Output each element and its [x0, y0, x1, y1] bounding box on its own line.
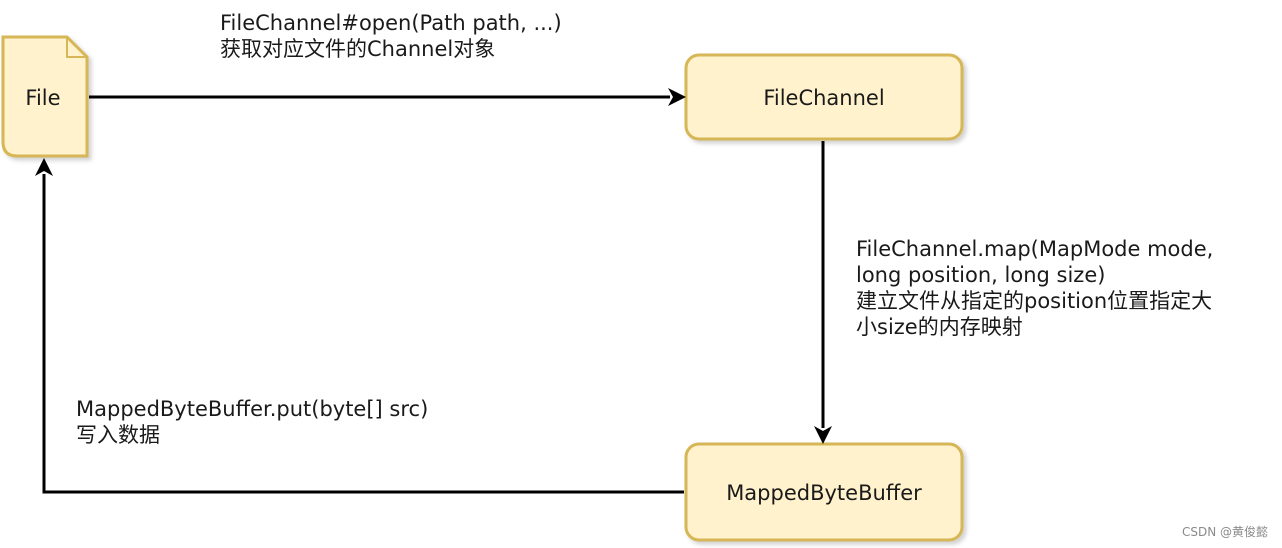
watermark: CSDN @黄俊懿 — [1181, 525, 1268, 539]
edge-map-label-line1: FileChannel.map(MapMode mode, — [856, 237, 1214, 261]
edge-put-label: MappedByteBuffer.put(byte[] src) 写入数据 — [76, 396, 428, 448]
edge-put-arrowhead — [35, 158, 53, 176]
file-node[interactable] — [1, 35, 89, 158]
edge-open — [89, 88, 686, 106]
edge-map-label-line3: 建立文件从指定的position位置指定大 — [856, 289, 1213, 313]
file-fold-icon — [66, 37, 87, 58]
edge-put-label-line1: MappedByteBuffer.put(byte[] src) — [76, 397, 429, 421]
edge-open-label: FileChannel#open(Path path, ...) 获取对应文件的… — [220, 10, 562, 62]
edge-open-arrowhead — [668, 88, 686, 106]
edge-map-label-line2: long position, long size) — [856, 263, 1106, 287]
mappedbytebuffer-node[interactable] — [684, 442, 964, 542]
edge-put — [35, 158, 684, 494]
edge-map-label: FileChannel.map(MapMode mode, long posit… — [856, 236, 1213, 340]
filechannel-node-label: FileChannel — [763, 86, 885, 110]
edge-map — [814, 141, 832, 444]
file-node-label: File — [25, 86, 61, 110]
mappedbytebuffer-node-label: MappedByteBuffer — [726, 481, 922, 505]
edge-open-label-line1: FileChannel#open(Path path, ...) — [220, 11, 562, 35]
edge-map-label-line4: 小size的内存映射 — [856, 315, 1023, 339]
file-node-shape — [1, 35, 89, 158]
edge-put-label-line2: 写入数据 — [76, 423, 160, 447]
edge-map-arrowhead — [814, 426, 832, 444]
edge-open-label-line2: 获取对应文件的Channel对象 — [220, 37, 496, 61]
